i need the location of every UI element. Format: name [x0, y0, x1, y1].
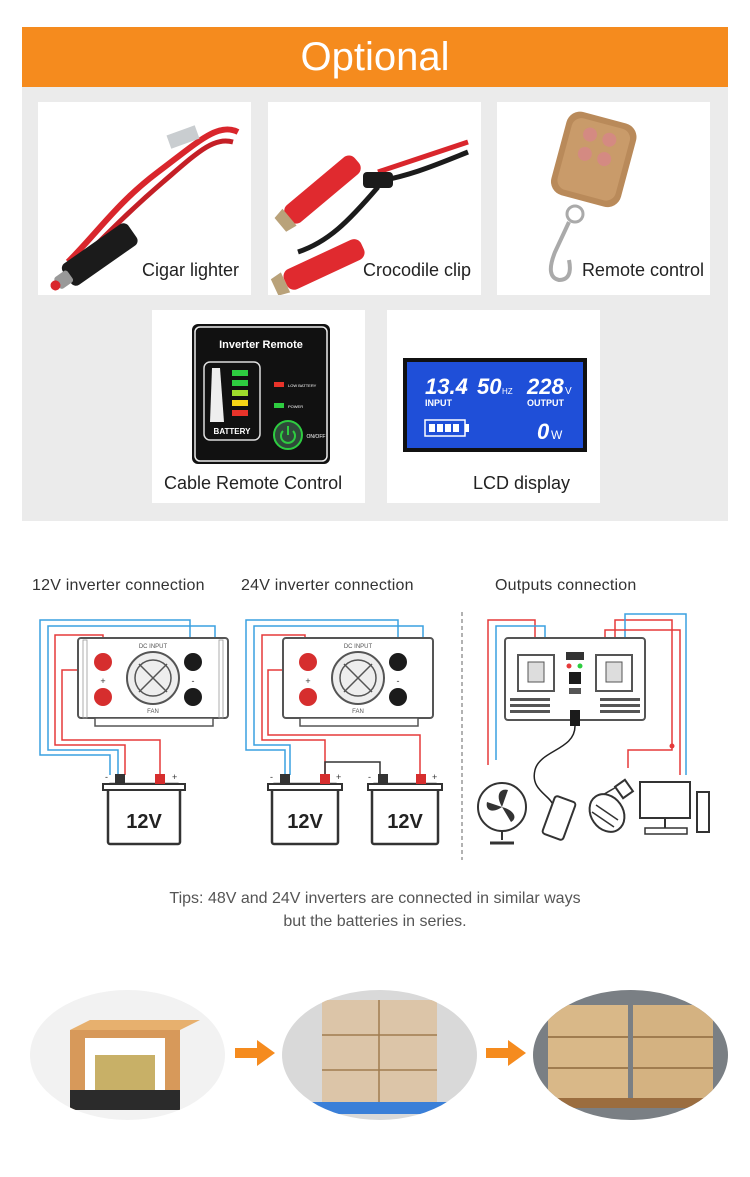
accessory-label: Crocodile clip — [362, 260, 471, 280]
packaging-box-image — [30, 990, 225, 1120]
battery-plus: + — [336, 772, 341, 782]
diagram-outputs — [477, 613, 710, 845]
battery-label: BATTERY — [214, 427, 252, 436]
inverter-fan-label: FAN — [352, 709, 364, 715]
inverter-top-label: DC INPUT — [139, 644, 168, 650]
arrow-right-icon — [486, 1040, 526, 1066]
packaging-pallet-image — [282, 990, 477, 1120]
inverter-fan-label: FAN — [147, 709, 159, 715]
lcd-freq-value: 50 — [477, 374, 502, 399]
accessory-card-crocodile-clip[interactable]: Crocodile clip — [268, 102, 481, 296]
power-label: POWER — [288, 404, 303, 409]
battery-plus: + — [432, 772, 437, 782]
bulb-device-icon — [588, 778, 635, 833]
title-24v-connection: 24V inverter connection — [241, 577, 414, 594]
accessory-label: Cigar lighter — [141, 260, 239, 280]
battery-minus: - — [368, 772, 371, 782]
accessory-label: Cable Remote Control — [164, 473, 343, 493]
lcd-input-value: 13.4 — [425, 374, 468, 399]
minus-sign: - — [192, 676, 195, 686]
minus-sign: - — [397, 676, 400, 686]
remote-panel-title: Inverter Remote — [219, 339, 303, 351]
low-battery-label: LOW BATTERY — [288, 383, 317, 388]
tips-line-1: Tips: 48V and 24V inverters are connecte… — [169, 890, 581, 907]
accessory-label: Remote control — [581, 260, 704, 280]
lcd-output-value: 228 — [526, 374, 564, 399]
battery-minus: - — [105, 772, 108, 782]
battery-plus: + — [172, 772, 177, 782]
phone-device-icon — [541, 795, 577, 841]
accessory-card-lcd-display[interactable]: 13.4 V 50 HZ 228 V INPUT OUTPUT 0 W LCD … — [387, 310, 600, 503]
title-outputs-connection: Outputs connection — [495, 577, 637, 594]
diagram-24v: DC INPUT FAN + - - + 12V - + 12V — [245, 619, 443, 846]
accessory-label: LCD display — [473, 473, 571, 493]
tips-line-2: but the batteries in series. — [283, 913, 467, 930]
battery-voltage: 12V — [126, 811, 162, 833]
computer-device-icon — [639, 781, 710, 835]
fan-device-icon — [477, 782, 527, 845]
cable-remote-panel-icon: Inverter Remote BATTERY LOW BATTERY POWE… — [192, 324, 330, 464]
inverter-top-label: DC INPUT — [344, 644, 373, 650]
battery-voltage: 12V — [387, 811, 423, 833]
optional-banner: Optional — [22, 27, 728, 87]
lcd-freq-unit: HZ — [502, 387, 513, 396]
remote-key-fob-icon — [548, 111, 637, 283]
diagram-12v: DC INPUT FAN + - - + 12V — [39, 619, 229, 846]
pallet-wrapped-icon — [282, 990, 477, 1120]
lcd-input-unit: V — [460, 386, 467, 397]
accessory-card-cable-remote[interactable]: Inverter Remote BATTERY LOW BATTERY POWE… — [152, 310, 365, 503]
accessory-card-cigar-lighter[interactable]: Cigar lighter — [38, 102, 251, 295]
cigar-lighter-cable-icon — [50, 125, 240, 291]
battery-minus: - — [270, 772, 273, 782]
box-open-icon — [30, 990, 225, 1120]
plus-sign: + — [305, 676, 310, 686]
plus-sign: + — [100, 676, 105, 686]
connection-diagram: DC INPUT FAN + - - + 12V DC INPUT FAN — [39, 612, 710, 860]
pallet-stack-icon — [533, 990, 728, 1120]
lcd-display-icon: 13.4 V 50 HZ 228 V INPUT OUTPUT 0 W — [403, 358, 587, 452]
lcd-watt-unit: W — [551, 428, 563, 442]
lcd-watt-value: 0 — [537, 419, 550, 444]
onoff-label: ON/OFF — [307, 434, 326, 440]
crocodile-clip-icon — [270, 139, 469, 296]
lcd-output-unit: V — [565, 386, 572, 397]
title-12v-connection: 12V inverter connection — [32, 577, 205, 594]
battery-voltage: 12V — [287, 811, 323, 833]
lcd-input-label: INPUT — [425, 398, 453, 408]
packaging-stack-image — [533, 990, 728, 1120]
lcd-output-label: OUTPUT — [527, 398, 565, 408]
arrow-right-icon — [235, 1040, 275, 1066]
accessory-card-remote-control[interactable]: Remote control — [497, 102, 710, 295]
